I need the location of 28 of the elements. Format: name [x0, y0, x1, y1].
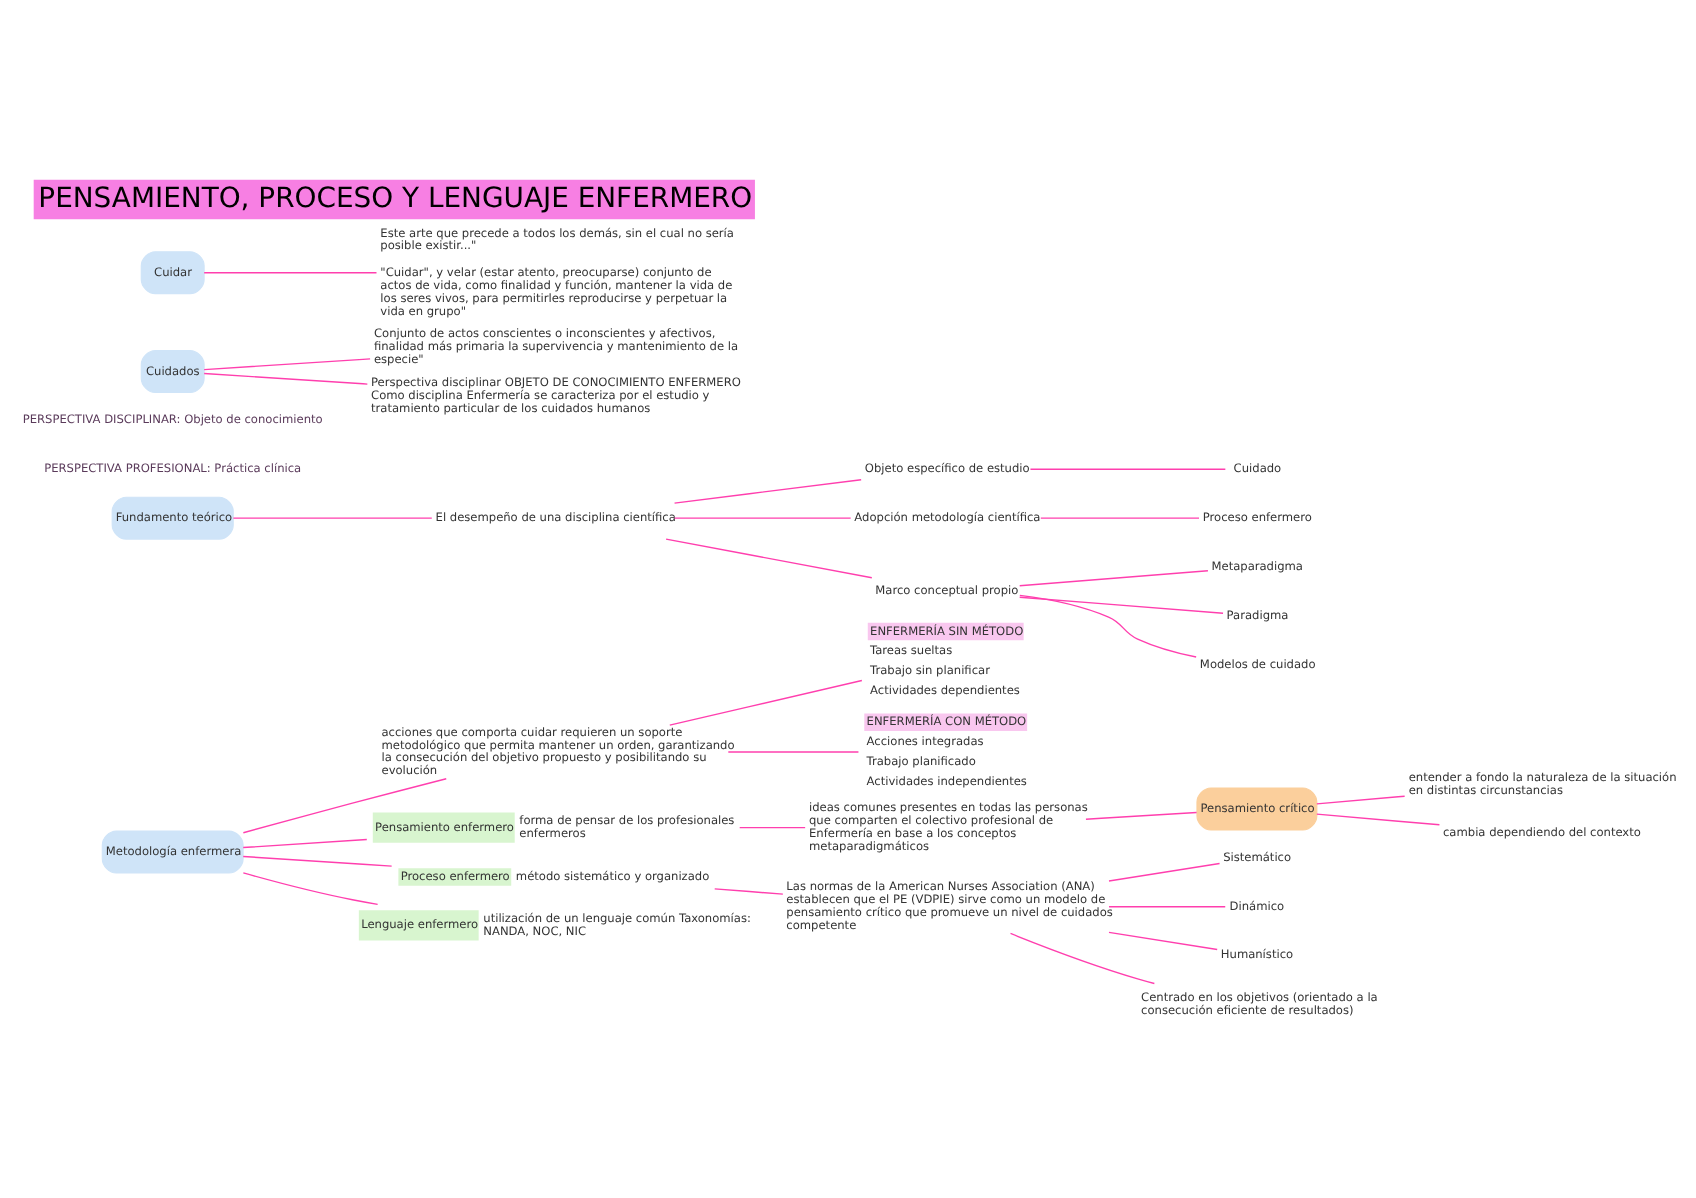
connector [1316, 813, 1441, 826]
connector [1108, 931, 1218, 951]
connector [673, 479, 862, 504]
connector [665, 538, 873, 579]
connector [727, 751, 860, 753]
connector [1019, 594, 1197, 658]
connector [203, 358, 371, 371]
connector [1108, 906, 1226, 908]
connector [242, 872, 379, 906]
connector [242, 778, 447, 834]
connector [673, 517, 852, 519]
connector [714, 888, 784, 895]
connector [1108, 862, 1221, 882]
connector [203, 272, 378, 274]
connector [1316, 795, 1406, 805]
connector [669, 679, 863, 726]
connector [739, 826, 806, 829]
connector [1029, 468, 1227, 470]
connector [232, 517, 433, 519]
connector [1009, 932, 1156, 985]
connector [242, 838, 368, 849]
connector [1018, 570, 1209, 587]
connector [1018, 596, 1224, 614]
connector [1040, 517, 1200, 519]
connector [242, 855, 393, 867]
diagram-title: PENSAMIENTO, PROCESO Y LENGUAJE ENFERMERO [38, 182, 753, 215]
connector [1085, 811, 1198, 820]
connector [203, 372, 369, 385]
